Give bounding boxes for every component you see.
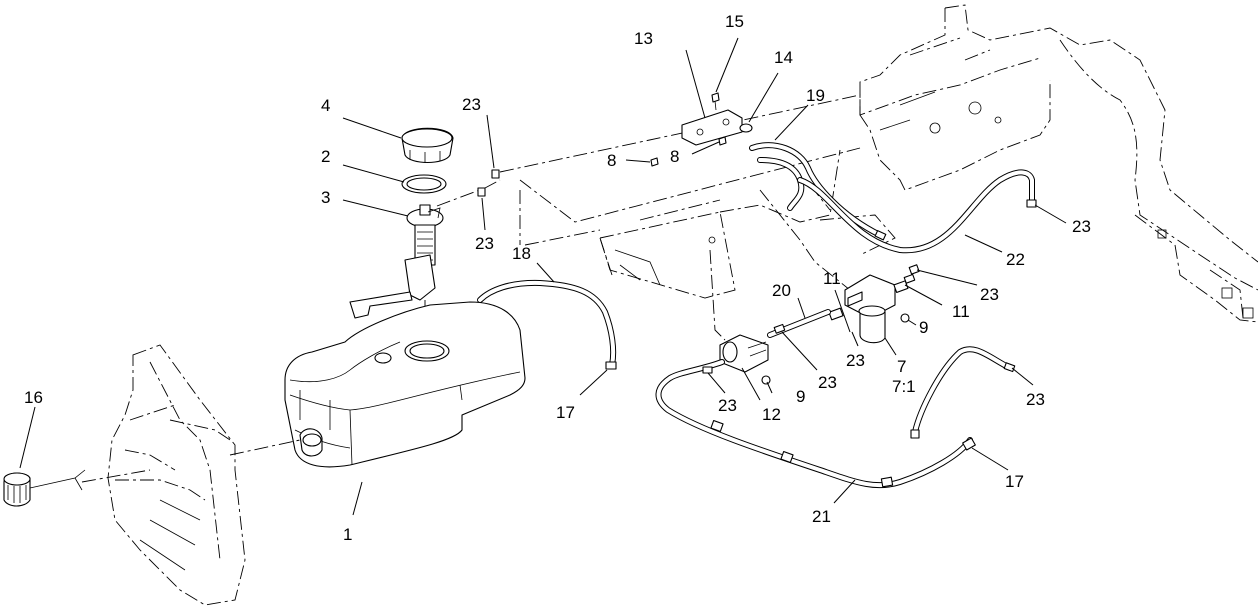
callout-labels: 1 2 3 4 7 7:1 8 8 9 9 11 11 12 13 14 15 … bbox=[24, 12, 1091, 544]
callout-8b: 8 bbox=[670, 147, 679, 166]
fuel-filter bbox=[828, 273, 916, 344]
callout-23a: 23 bbox=[462, 95, 481, 114]
callout-17b: 17 bbox=[1005, 472, 1024, 491]
callout-12: 12 bbox=[762, 405, 781, 424]
callout-14: 14 bbox=[774, 48, 793, 67]
callout-17a: 17 bbox=[556, 403, 575, 422]
clamp-23-mid bbox=[477, 187, 486, 197]
callout-1: 1 bbox=[343, 525, 352, 544]
callout-9b: 9 bbox=[796, 387, 805, 406]
callout-21: 21 bbox=[812, 507, 831, 526]
callout-23e: 23 bbox=[846, 351, 865, 370]
callout-23g: 23 bbox=[718, 396, 737, 415]
callout-2: 2 bbox=[321, 147, 330, 166]
callout-11a: 11 bbox=[823, 269, 841, 288]
bracket bbox=[681, 109, 743, 146]
callout-23h: 23 bbox=[1026, 390, 1045, 409]
screw-15 bbox=[711, 92, 720, 111]
washer-9a bbox=[900, 313, 910, 323]
washer-9b bbox=[761, 375, 771, 385]
callout-23f: 23 bbox=[818, 373, 837, 392]
seal-ring-2 bbox=[401, 174, 447, 194]
hose-22 bbox=[797, 169, 1037, 254]
fuel-pump-12 bbox=[719, 334, 769, 373]
fuel-cap-16 bbox=[3, 469, 151, 507]
grommet-14 bbox=[739, 123, 753, 133]
callout-18: 18 bbox=[512, 244, 531, 263]
frame-rail bbox=[859, 4, 1258, 323]
callout-4: 4 bbox=[321, 96, 330, 115]
callout-23b: 23 bbox=[475, 234, 494, 253]
hose-21 bbox=[655, 346, 1016, 489]
callout-13: 13 bbox=[634, 29, 653, 48]
callout-22: 22 bbox=[1006, 250, 1025, 269]
callout-7: 7 bbox=[897, 357, 906, 376]
callout-15: 15 bbox=[725, 12, 744, 31]
leader-lines bbox=[19, 37, 1067, 516]
clamp-23-pump bbox=[773, 323, 786, 334]
screw-8b bbox=[718, 136, 727, 146]
hose-18 bbox=[477, 279, 617, 370]
callout-20: 20 bbox=[772, 281, 791, 300]
callout-11b: 11 bbox=[952, 302, 970, 321]
callout-16: 16 bbox=[24, 388, 43, 407]
callout-8a: 8 bbox=[607, 151, 616, 170]
fuel-tank bbox=[284, 301, 526, 468]
side-panel bbox=[107, 344, 301, 606]
clamp-23-right bbox=[908, 264, 920, 275]
mounting-plate bbox=[499, 94, 896, 341]
callout-9a: 9 bbox=[919, 318, 928, 337]
screw-8a bbox=[650, 157, 659, 167]
callout-23d: 23 bbox=[980, 285, 999, 304]
pump-sender-3 bbox=[349, 204, 444, 319]
cap-4 bbox=[401, 127, 454, 164]
callout-19: 19 bbox=[806, 86, 825, 105]
clamp-23-top bbox=[491, 169, 500, 179]
callout-23c: 23 bbox=[1072, 217, 1091, 236]
callout-7-1: 7:1 bbox=[892, 377, 916, 396]
callout-3: 3 bbox=[321, 188, 330, 207]
